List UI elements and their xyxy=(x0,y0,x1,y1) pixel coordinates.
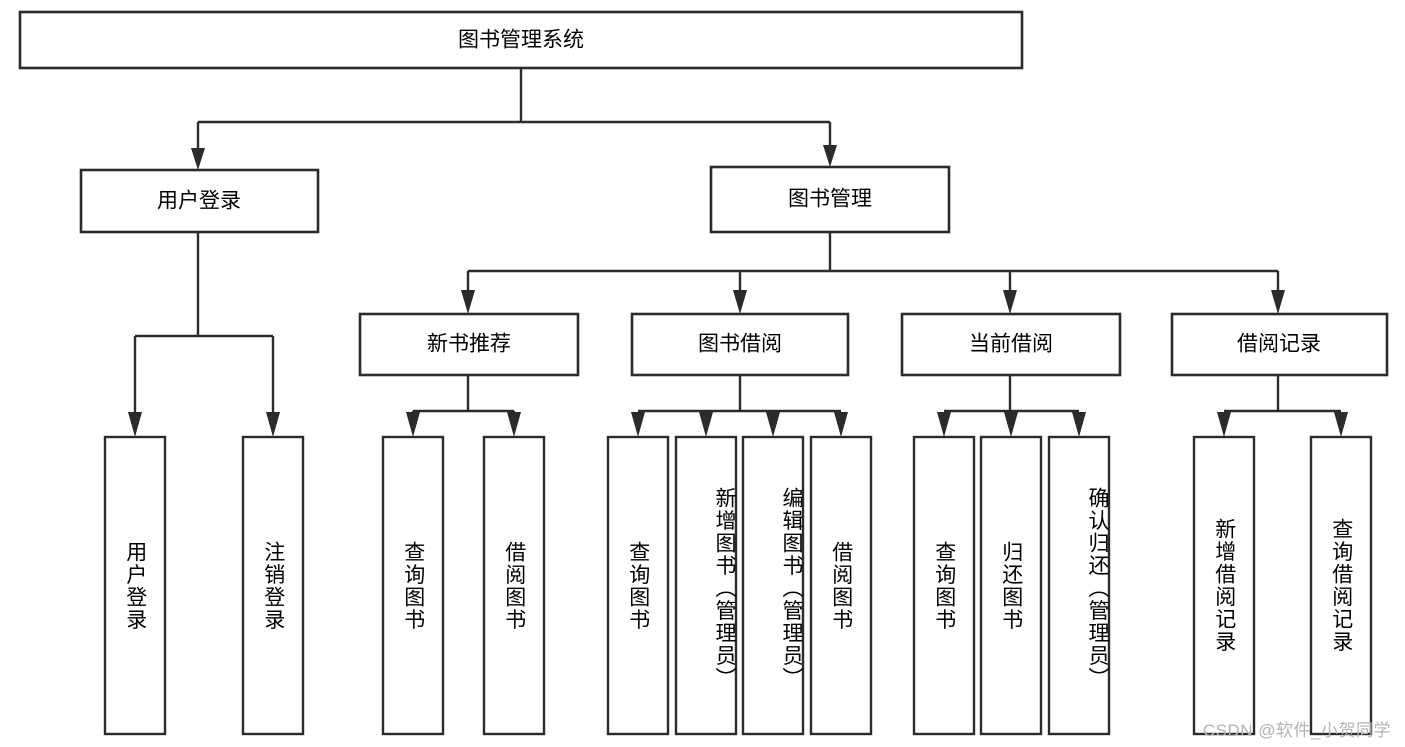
arrowhead-to-book-management xyxy=(823,145,837,167)
node-title-label: 图书管理系统 xyxy=(458,29,584,52)
leaf-box-confirm-return[interactable] xyxy=(1047,435,1111,736)
leaf-box-borrow-book-2[interactable] xyxy=(809,435,873,736)
watermark-text: CSDN @软件_小贺同学 xyxy=(1202,721,1391,740)
connector-layer xyxy=(128,68,1348,437)
node-user-login[interactable]: 用户登录 xyxy=(79,168,320,234)
node-book-borrow-box[interactable] xyxy=(630,312,850,377)
arrowhead-leaf-borrow-book-2 xyxy=(834,412,848,437)
node-title[interactable]: 图书管理系统 xyxy=(18,10,1024,70)
leaf-box-query-record[interactable] xyxy=(1309,435,1373,736)
arrowhead-leaf-add-book xyxy=(699,412,713,437)
node-book-management-label: 图书管理 xyxy=(788,188,872,211)
node-user-login-label: 用户登录 xyxy=(157,190,241,213)
arrowhead-to-user-login xyxy=(191,148,205,170)
arrowhead-leaf-query-record xyxy=(1334,412,1348,437)
node-new-book-recommend-box[interactable] xyxy=(358,312,580,377)
node-book-management-box[interactable] xyxy=(709,165,951,234)
leaf-box-add-record[interactable] xyxy=(1192,435,1256,736)
node-user-login-box[interactable] xyxy=(79,168,320,234)
leaf-box-add-book[interactable] xyxy=(674,435,738,736)
arrowhead-leaf-borrow-book-1 xyxy=(507,412,521,437)
arrowhead-leaf-logout-login xyxy=(266,412,280,437)
node-new-book-recommend[interactable]: 新书推荐 xyxy=(358,312,580,377)
arrowhead-leaf-query-book-1 xyxy=(406,412,420,437)
leaf-box-borrow-book-1[interactable] xyxy=(482,435,546,736)
node-borrow-record[interactable]: 借阅记录 xyxy=(1170,312,1389,377)
node-borrow-record-label: 借阅记录 xyxy=(1237,333,1321,356)
node-current-borrow[interactable]: 当前借阅 xyxy=(900,312,1122,377)
node-new-book-recommend-label: 新书推荐 xyxy=(427,333,511,356)
arrowhead-leaf-user-login xyxy=(128,412,142,437)
leaf-box-user-login[interactable] xyxy=(103,435,167,736)
leaf-box-return-book[interactable] xyxy=(979,435,1043,736)
node-current-borrow-label: 当前借阅 xyxy=(969,333,1053,356)
arrowhead-leaf-query-book-3 xyxy=(937,412,951,437)
arrowhead-to-borrow-record xyxy=(1271,290,1285,314)
arrowhead-leaf-query-book-2 xyxy=(631,412,645,437)
node-book-borrow[interactable]: 图书借阅 xyxy=(630,312,850,377)
node-book-management[interactable]: 图书管理 xyxy=(709,165,951,234)
node-borrow-record-box[interactable] xyxy=(1170,312,1389,377)
arrowhead-leaf-edit-book xyxy=(766,412,780,437)
node-book-borrow-label: 图书借阅 xyxy=(698,333,782,356)
arrowhead-to-current-borrow xyxy=(1003,290,1017,314)
leaf-box-logout-login[interactable] xyxy=(241,435,305,736)
arrowhead-to-book-borrow xyxy=(733,290,747,314)
leaf-box-query-book-2[interactable] xyxy=(606,435,670,736)
leaf-box-query-book-1[interactable] xyxy=(381,435,445,736)
leaf-boxes xyxy=(103,435,1373,736)
node-current-borrow-box[interactable] xyxy=(900,312,1122,377)
arrowhead-leaf-confirm-return xyxy=(1072,412,1086,437)
arrowhead-leaf-add-record xyxy=(1217,412,1231,437)
leaf-box-edit-book[interactable] xyxy=(741,435,805,736)
leaf-box-query-book-3[interactable] xyxy=(912,435,976,736)
arrowhead-leaf-return-book xyxy=(1004,412,1018,437)
node-title-box[interactable] xyxy=(18,10,1024,70)
arrowhead-to-new-book-recommend xyxy=(461,290,475,314)
